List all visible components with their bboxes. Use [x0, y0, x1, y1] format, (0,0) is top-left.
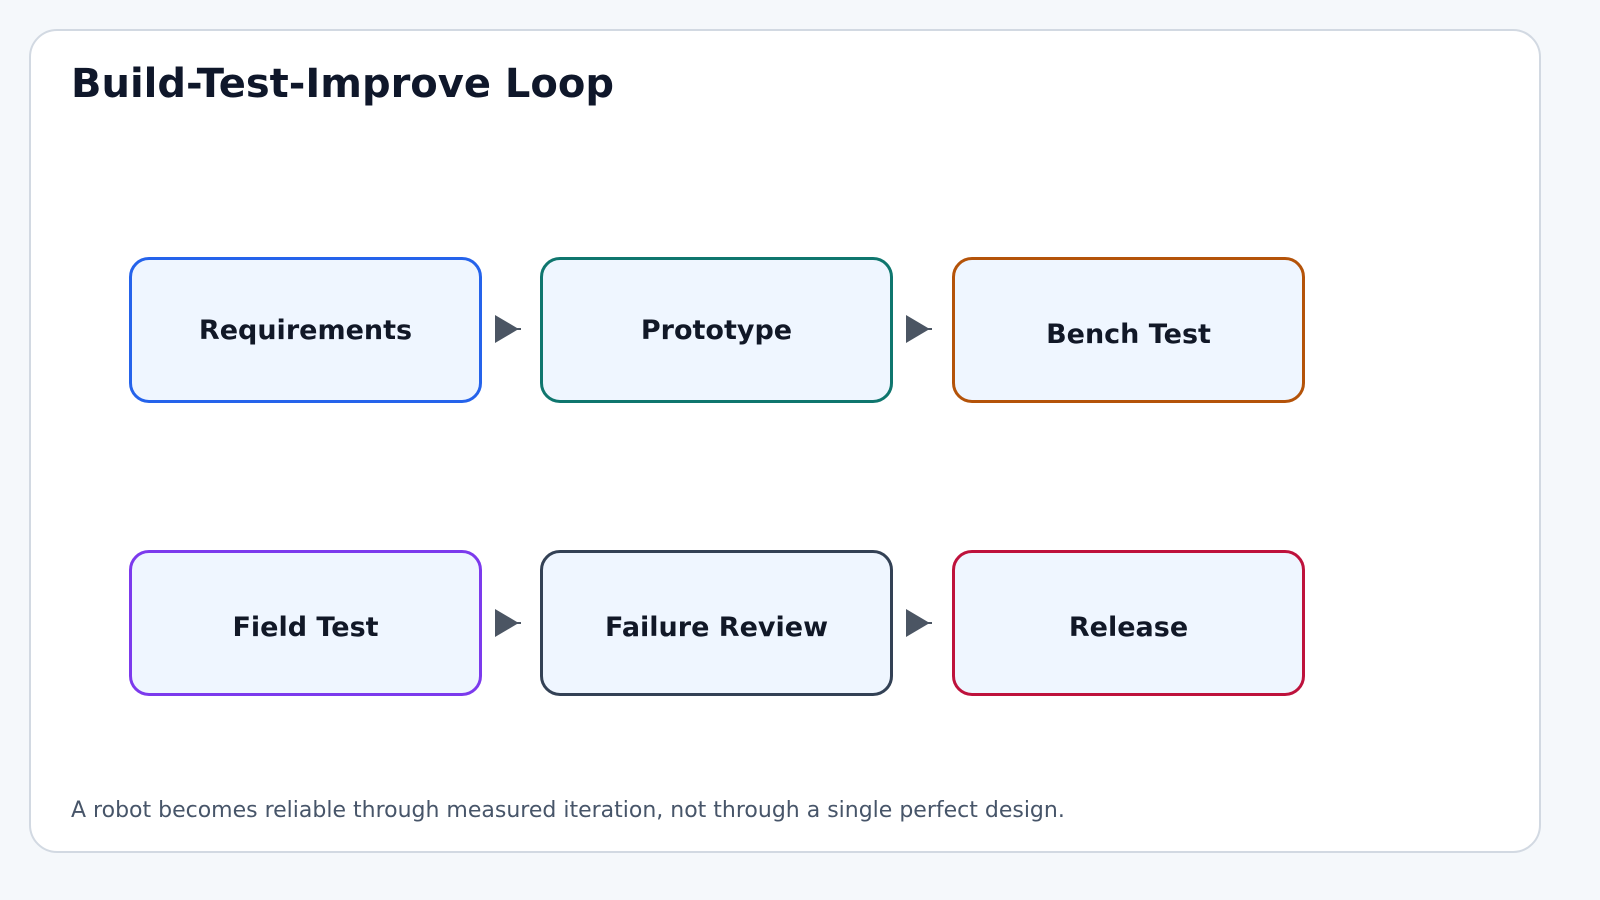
- diagram-title: Build-Test-Improve Loop: [71, 61, 614, 107]
- stage-label: Release: [1068, 611, 1189, 643]
- stage-label: Field Test: [232, 611, 379, 643]
- arrow-right-icon: [495, 315, 521, 343]
- diagram-caption: A robot becomes reliable through measure…: [71, 798, 1065, 823]
- stage-release: Release: [952, 550, 1305, 696]
- stage-label: Bench Test: [1046, 318, 1211, 350]
- stage-label: Failure Review: [604, 611, 829, 643]
- stage-label: Prototype: [640, 314, 793, 346]
- arrow-right-icon: [906, 609, 932, 637]
- stage-field-test: Field Test: [129, 550, 482, 696]
- arrow-right-icon: [906, 315, 932, 343]
- arrow-right-icon: [495, 609, 521, 637]
- diagram-card: Build-Test-Improve Loop Requirements Pro…: [29, 29, 1541, 853]
- stage-requirements: Requirements: [129, 257, 482, 403]
- stage-prototype: Prototype: [540, 257, 893, 403]
- stage-failure-review: Failure Review: [540, 550, 893, 696]
- stage-bench-test: Bench Test: [952, 257, 1305, 403]
- stage-label: Requirements: [198, 314, 413, 346]
